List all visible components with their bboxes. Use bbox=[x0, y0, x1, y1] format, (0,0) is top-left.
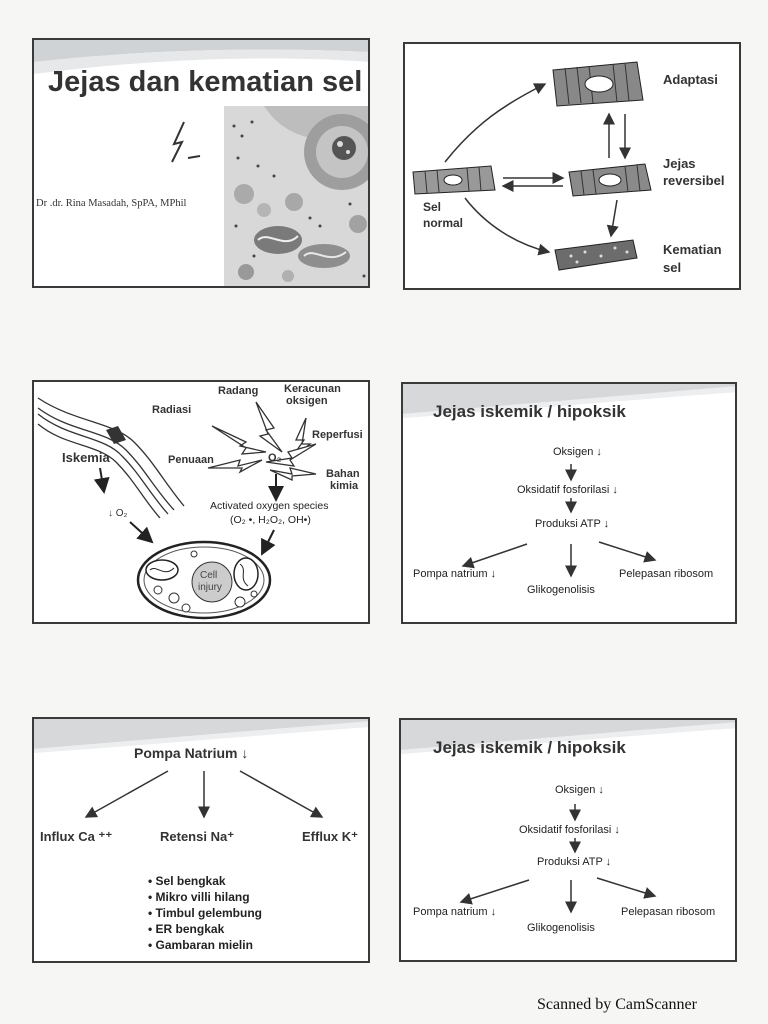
label-cell-1: Cell bbox=[200, 570, 218, 581]
node-glikogenolisis: Glikogenolisis bbox=[527, 922, 595, 934]
label-reperfusi: Reperfusi bbox=[312, 429, 363, 441]
slide-title-text: Jejas iskemik / hipoksik bbox=[433, 738, 626, 757]
slide-sodium-pump: Pompa Natrium ↓ Influx Ca ⁺⁺ Retensi Na⁺… bbox=[32, 717, 370, 963]
header-wave bbox=[34, 40, 368, 74]
injured-cell bbox=[136, 540, 272, 620]
process-arrows bbox=[444, 83, 631, 256]
node-pompa: Pompa natrium ↓ bbox=[413, 568, 497, 580]
node-influx: Influx Ca ⁺⁺ bbox=[40, 829, 113, 844]
list-item: Gambaran mielin bbox=[148, 937, 262, 953]
reversible-injury-cell bbox=[568, 163, 652, 197]
label-radiasi: Radiasi bbox=[152, 404, 192, 416]
oxygen-injury-diagram bbox=[37, 397, 317, 620]
vessel-block bbox=[106, 426, 126, 444]
label-jejas-2: reversibel bbox=[663, 173, 725, 188]
label-normal-1: Sel bbox=[423, 200, 442, 214]
slide-title-text: Jejas iskemik / hipoksik bbox=[433, 402, 626, 421]
label-bahan-1: Bahan bbox=[326, 468, 360, 480]
list-item: Timbul gelembung bbox=[148, 905, 262, 921]
node-pelepasan: Pelepasan ribosom bbox=[619, 568, 714, 580]
node-produksi: Produksi ATP ↓ bbox=[535, 518, 610, 530]
effects-list: Sel bengkak Mikro villi hilang Timbul ge… bbox=[148, 873, 262, 953]
header-wave bbox=[403, 384, 735, 418]
node-oksigen: Oksigen ↓ bbox=[553, 446, 602, 458]
label-jejas-1: Jejas bbox=[663, 156, 696, 171]
author-name: Dr .dr. Rina Masadah, SpPA, MPhil bbox=[36, 198, 187, 209]
label-death-2: sel bbox=[663, 260, 682, 275]
node-retensi: Retensi Na⁺ bbox=[160, 829, 235, 844]
slide-ischemic-injury-2: Jejas iskemik / hipoksik Oksigen ↓ Oksid… bbox=[399, 718, 737, 962]
cell-illustration bbox=[224, 106, 368, 286]
slide-ischemic-injury-1: Jejas iskemik / hipoksik Oksigen ↓ Oksid… bbox=[401, 382, 737, 624]
node-pelepasan: Pelepasan ribosom bbox=[621, 906, 716, 918]
node-glikogenolisis: Glikogenolisis bbox=[527, 584, 595, 596]
node-pompa: Pompa natrium ↓ bbox=[413, 906, 497, 918]
label-bahan-2: kimia bbox=[330, 480, 359, 492]
flow-arrows bbox=[461, 464, 657, 578]
lightning-icon bbox=[171, 121, 201, 163]
list-item: Sel bengkak bbox=[148, 873, 262, 889]
label-keracunan-1: Keracunan bbox=[284, 383, 341, 395]
label-aos-1: Activated oxygen species bbox=[210, 500, 329, 512]
flow-arrows bbox=[459, 804, 657, 914]
slide-title: Jejas dan kematian sel Dr .dr. Rina Masa… bbox=[32, 38, 370, 288]
slide-title-text: Jejas dan kematian sel bbox=[48, 66, 363, 98]
cell-response-diagram bbox=[412, 61, 652, 271]
label-cell-2: injury bbox=[198, 582, 222, 593]
node-oksidatif: Oksidatif fosforilasi ↓ bbox=[519, 824, 620, 836]
list-item: Mikro villi hilang bbox=[148, 889, 262, 905]
blood-vessel bbox=[37, 397, 185, 519]
label-adaptasi: Adaptasi bbox=[663, 72, 718, 87]
node-efflux: Efflux K⁺ bbox=[302, 829, 358, 844]
label-iskemia: Iskemia bbox=[62, 450, 110, 465]
node-oksidatif: Oksidatif fosforilasi ↓ bbox=[517, 484, 618, 496]
adapted-cell bbox=[552, 61, 644, 107]
label-radang: Radang bbox=[218, 385, 259, 397]
slide-title-text: Pompa Natrium ↓ bbox=[134, 745, 249, 761]
list-item: ER bengkak bbox=[148, 921, 262, 937]
label-o2-center: O₂ bbox=[268, 452, 282, 464]
dead-cell bbox=[554, 239, 638, 271]
label-penuaan: Penuaan bbox=[168, 454, 214, 466]
flow-arrows bbox=[84, 770, 324, 819]
label-keracunan-2: oksigen bbox=[286, 395, 328, 407]
node-oksigen: Oksigen ↓ bbox=[555, 784, 604, 796]
slide-cell-response: Adaptasi Jejas reversibel Sel normal Kem… bbox=[403, 42, 741, 290]
header-wave bbox=[401, 720, 735, 754]
label-o2-small: ↓ O₂ bbox=[108, 508, 128, 519]
label-death-1: Kematian bbox=[663, 242, 722, 257]
label-aos-2: (O₂ •, H₂O₂, OH•) bbox=[230, 514, 311, 526]
label-normal-2: normal bbox=[423, 216, 464, 230]
header-wave bbox=[34, 719, 368, 753]
slide-oxygen-injury: Radang Keracunan oksigen Radiasi Reperfu… bbox=[32, 380, 370, 624]
normal-cell bbox=[412, 165, 496, 195]
lightning-bolts bbox=[207, 401, 317, 482]
node-produksi: Produksi ATP ↓ bbox=[537, 856, 612, 868]
scanner-footer: Scanned by CamScanner bbox=[537, 996, 697, 1013]
